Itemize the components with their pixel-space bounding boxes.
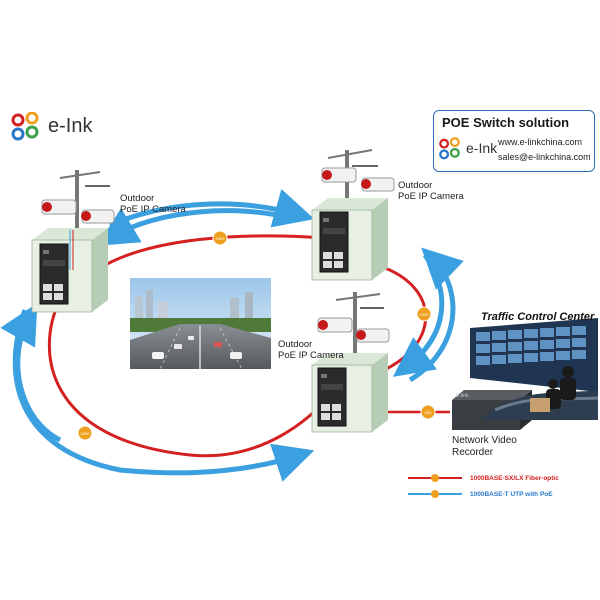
link-badge: 100	[420, 404, 436, 420]
e-link-logo-icon	[11, 111, 39, 141]
info-logo: e-Ink	[438, 137, 508, 163]
svg-text:100: 100	[425, 410, 432, 415]
utp-arrow-left-up	[0, 302, 62, 443]
link-badge: 1000	[416, 306, 432, 322]
cabinet-bottom-right	[311, 292, 390, 433]
legend-utp-line	[408, 490, 462, 498]
website-link[interactable]: www.e-linkchina.com	[498, 137, 583, 147]
svg-text:1000: 1000	[420, 312, 430, 317]
utp-arrow-top-right	[109, 188, 315, 228]
solution-title: POE Switch solution	[442, 115, 570, 130]
info-logo-text: e-Ink	[466, 140, 498, 156]
svg-text:E-link: E-link	[456, 393, 469, 399]
solution-info-box: POE Switch solution e-Ink www.e-linkchin…	[433, 110, 595, 172]
fiber-ring-top	[99, 234, 326, 270]
email-link[interactable]: sales@e-linkchina.com	[498, 152, 591, 162]
utp-arrow-right-down	[392, 253, 445, 377]
svg-text:1000: 1000	[216, 236, 226, 241]
fiber-ring-left	[47, 299, 332, 458]
legend-fiber-label: 1000BASE-SX/LX Fiber-optic	[470, 475, 559, 482]
link-badge: 1000	[212, 230, 228, 246]
camera-icon	[317, 317, 390, 343]
cabinet-left	[31, 170, 115, 313]
highway-photo	[130, 278, 271, 369]
e-link-logo-icon	[439, 137, 460, 160]
cabinet-top-right	[311, 149, 395, 281]
camera-icon	[321, 167, 395, 192]
brand-logo: e-Ink	[10, 111, 120, 142]
brand-name: e-Ink	[48, 115, 93, 137]
legend-utp-label: 1000BASE-T UTP with PoE	[470, 491, 553, 498]
control-center-title: Traffic Control Center	[481, 311, 595, 323]
control-center-illustration	[470, 318, 599, 420]
camera-icon	[41, 199, 115, 224]
svg-text:1000: 1000	[81, 431, 91, 436]
legend-fiber-line	[408, 474, 462, 482]
link-badge: 1000	[77, 425, 93, 441]
